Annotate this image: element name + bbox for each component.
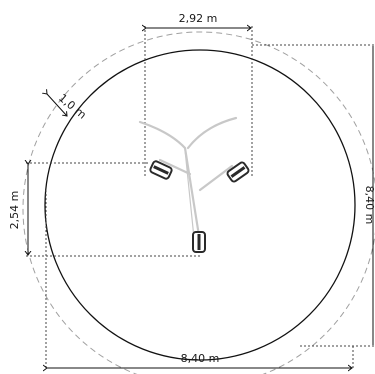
swing-frame (138, 116, 238, 244)
swing-seat-bottom (192, 231, 206, 253)
bottom-width-label: 8,40 m (181, 352, 220, 365)
footprint-guides (26, 26, 375, 370)
fall-zone-circle (44, 49, 356, 361)
right-height-label: 8,40 m (363, 186, 375, 225)
swing-seat-left (149, 160, 173, 180)
left-height-label: 2,54 m (8, 191, 21, 230)
safety-margin-line (47, 94, 67, 116)
swing-seat-right (226, 161, 250, 183)
safety-zone-circle (22, 31, 375, 374)
top-width-label: 2,92 m (179, 12, 218, 25)
